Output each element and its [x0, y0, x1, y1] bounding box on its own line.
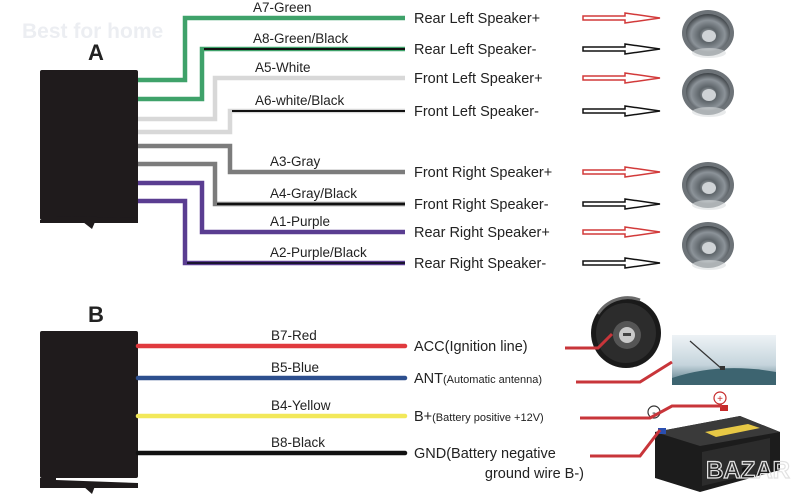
negative-arrow-icon — [582, 257, 661, 269]
wire-a4 — [138, 161, 405, 207]
wire-label-a6: A6-white/Black — [255, 93, 345, 108]
speaker-terminal-label: Front Left Speaker- — [414, 104, 539, 120]
negative-arrow-icon — [582, 198, 661, 210]
leader-lines — [565, 332, 722, 458]
wire-a2 — [138, 198, 405, 266]
speaker-terminal-label: Front Left Speaker+ — [414, 71, 543, 87]
wire-label-a5: A5-White — [255, 60, 311, 75]
speaker-terminal-label: Front Right Speaker+ — [414, 165, 552, 181]
battery-minus-label: - — [652, 407, 656, 419]
speaker-terminal-label: Front Right Speaker- — [414, 197, 549, 213]
wire-a1 — [138, 180, 405, 235]
ignition-switch-image — [591, 296, 661, 368]
watermark-text: Best for home — [22, 20, 163, 43]
battery-image: + - — [647, 391, 780, 492]
wire-a8 — [138, 46, 405, 102]
wire-a3 — [138, 143, 405, 175]
positive-arrow-icon — [582, 72, 661, 84]
wire-a5 — [138, 75, 405, 122]
power-terminal-label: ANT(Automatic antenna) — [414, 371, 542, 387]
power-terminal-sublabel: ground wire B-) — [485, 466, 584, 482]
section-a-title: A — [88, 40, 104, 65]
speaker-icon — [682, 162, 734, 210]
speaker-terminal-label: Rear Left Speaker+ — [414, 11, 540, 27]
wire-label-a2: A2-Purple/Black — [270, 245, 367, 260]
wire-label-a4: A4-Gray/Black — [270, 186, 357, 201]
negative-arrow-icon — [582, 43, 661, 55]
battery-plus-label: + — [717, 394, 723, 405]
wire-label-b5: B5-Blue — [271, 360, 319, 375]
wire-a7 — [138, 15, 405, 83]
speaker-icon — [682, 10, 734, 58]
wire-label-a8: A8-Green/Black — [253, 31, 349, 46]
wire-label-a7: A7-Green — [253, 0, 312, 15]
watermark-bazar: BAZAR — [706, 457, 790, 484]
wire-a6 — [138, 108, 405, 135]
wire-label-a1: A1-Purple — [270, 214, 330, 229]
antenna-image — [672, 335, 776, 385]
wire-label-b7: B7-Red — [271, 328, 317, 343]
connector-a — [40, 70, 138, 229]
power-terminal-label: GND(Battery negative — [414, 446, 556, 462]
power-terminal-label: B+(Battery positive +12V) — [414, 409, 544, 425]
connector-b — [40, 331, 138, 494]
speaker-terminal-label: Rear Right Speaker+ — [414, 225, 550, 241]
speaker-icon — [682, 69, 734, 117]
negative-arrow-icon — [582, 105, 661, 117]
wire-label-b4: B4-Yellow — [271, 398, 331, 413]
speaker-terminal-label: Rear Right Speaker- — [414, 256, 546, 272]
speaker-icon — [682, 222, 734, 270]
wire-label-a3: A3-Gray — [270, 154, 321, 169]
positive-arrow-icon — [582, 166, 661, 178]
wire-label-b8: B8-Black — [271, 435, 325, 450]
positive-arrow-icon — [582, 12, 661, 24]
section-b-title: B — [88, 302, 104, 327]
power-terminal-label: ACC(Ignition line) — [414, 339, 528, 355]
positive-arrow-icon — [582, 226, 661, 238]
speaker-terminal-label: Rear Left Speaker- — [414, 42, 537, 58]
